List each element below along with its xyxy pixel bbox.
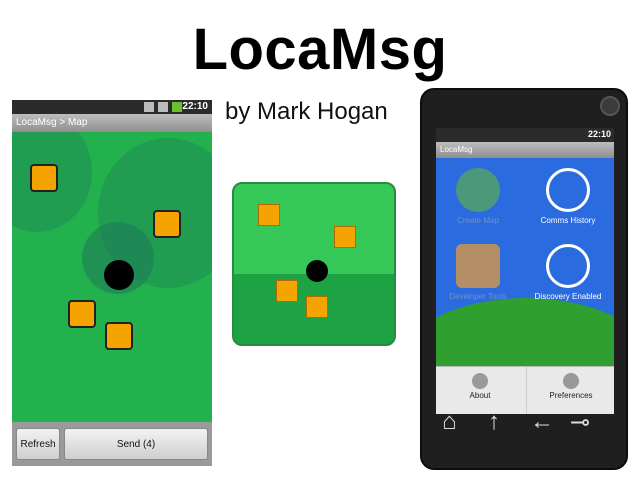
icon-marker: [276, 280, 298, 302]
refresh-button[interactable]: Refresh: [16, 428, 60, 460]
icon-marker: [258, 204, 280, 226]
app-title-bar: LocaMsg: [436, 142, 614, 158]
home-screen: 22:10 LocaMsg Create Map Comms History D…: [436, 128, 614, 414]
current-location-dot: [104, 260, 134, 290]
app-title-bar: LocaMsg > Map: [12, 114, 212, 132]
right-phone-device: 22:10 LocaMsg Create Map Comms History D…: [420, 88, 628, 470]
app-launcher-icon: [232, 182, 396, 346]
status-bar: 22:10: [12, 100, 212, 114]
icon-highlight: [234, 184, 394, 274]
camera-icon: [600, 96, 620, 116]
map-view[interactable]: [12, 132, 212, 422]
search-key[interactable]: ⊸: [570, 409, 591, 436]
tile-comms-history[interactable]: Comms History: [528, 168, 608, 225]
status-clock: 22:10: [182, 101, 208, 112]
menu-about[interactable]: About: [436, 367, 524, 414]
home-key[interactable]: ⌂: [442, 408, 457, 435]
status-clock: 22:10: [587, 129, 611, 139]
send-button[interactable]: Send (4): [64, 428, 208, 460]
flask-icon: [456, 244, 500, 288]
menu-key[interactable]: ↑: [488, 408, 500, 435]
tile-discovery-enabled[interactable]: Discovery Enabled: [528, 244, 608, 301]
wifi-icon: [144, 102, 154, 112]
icon-location-dot: [306, 260, 328, 282]
status-bar: 22:10: [436, 128, 614, 142]
message-marker[interactable]: [105, 322, 133, 350]
battery-icon: [172, 102, 182, 112]
options-menu: About Preferences: [436, 366, 614, 414]
dashboard: Create Map Comms History Developer Tools…: [436, 158, 614, 366]
left-phone-screenshot: 22:10 LocaMsg > Map Refresh Send (4): [12, 86, 212, 466]
message-marker[interactable]: [30, 164, 58, 192]
signal-icon: [158, 102, 168, 112]
bottom-button-bar: Refresh Send (4): [12, 422, 212, 466]
speaker-icon: [546, 244, 590, 288]
message-marker[interactable]: [153, 210, 181, 238]
map-icon: [456, 168, 500, 212]
tile-create-map[interactable]: Create Map: [438, 168, 518, 225]
page-title: LocaMsg: [192, 17, 448, 82]
tile-developer-tools[interactable]: Developer Tools: [438, 244, 518, 301]
gear-icon: [563, 373, 579, 389]
background-hill: [436, 298, 614, 366]
message-marker[interactable]: [68, 300, 96, 328]
back-key[interactable]: ←: [530, 408, 554, 435]
clock-icon: [546, 168, 590, 212]
icon-marker: [334, 226, 356, 248]
page-subtitle: by Mark Hogan: [225, 98, 388, 125]
menu-preferences[interactable]: Preferences: [526, 367, 614, 414]
info-icon: [472, 373, 488, 389]
icon-marker: [306, 296, 328, 318]
